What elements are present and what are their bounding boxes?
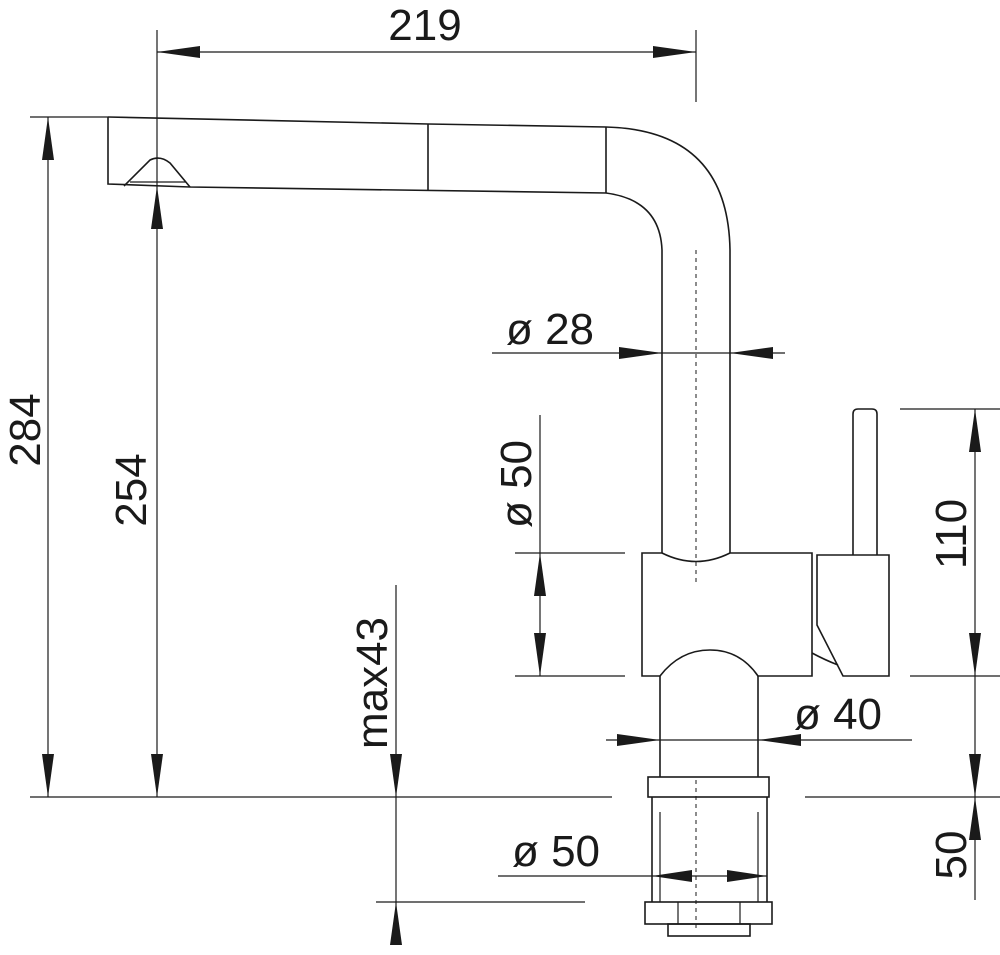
dim-spout-height: 254 bbox=[107, 186, 163, 797]
dim-base-diameter: ø 40 bbox=[606, 690, 912, 746]
faucet-outline bbox=[107, 116, 890, 937]
dim-worktop-thickness: max43 bbox=[348, 585, 585, 945]
dim-total-height: 284 bbox=[1, 116, 108, 797]
dim-body-diameter: ø 50 bbox=[492, 415, 625, 677]
lever-height-label: 110 bbox=[927, 499, 976, 569]
total-height-label: 284 bbox=[1, 393, 50, 466]
dim-shank-length: 50 bbox=[927, 754, 981, 879]
dim-lever-height: 110 bbox=[900, 408, 1000, 900]
spout-height-label: 254 bbox=[107, 453, 156, 526]
spout-reach-label: 219 bbox=[388, 1, 461, 50]
dim-thread-diameter: ø 50 bbox=[498, 827, 767, 882]
thread-diameter-label: ø 50 bbox=[512, 827, 600, 876]
shank-length-label: 50 bbox=[927, 831, 976, 880]
dim-spout-reach: 219 bbox=[156, 1, 697, 797]
worktop-thickness-label: max43 bbox=[348, 617, 397, 749]
body-diameter-label: ø 50 bbox=[492, 440, 541, 528]
dim-spout-diameter: ø 28 bbox=[492, 305, 785, 359]
spout-diameter-label: ø 28 bbox=[506, 305, 594, 354]
base-diameter-label: ø 40 bbox=[794, 690, 882, 739]
